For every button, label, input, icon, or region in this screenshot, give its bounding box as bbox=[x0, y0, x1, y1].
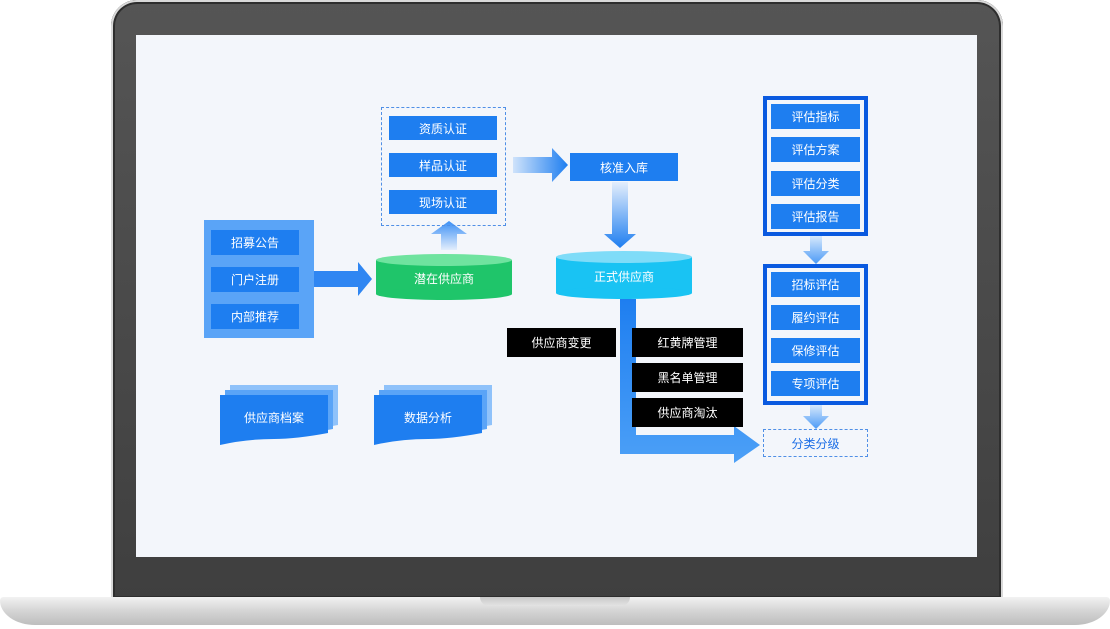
arrow-types-to-classification bbox=[803, 405, 829, 429]
official-supplier-cylinder bbox=[556, 251, 692, 299]
eval-indicator: 评估指标 bbox=[771, 104, 860, 129]
arrow-certs-to-approval bbox=[513, 148, 568, 182]
supplier-change-box: 供应商变更 bbox=[507, 328, 616, 357]
supplier-archive-doc-stack bbox=[220, 385, 338, 445]
arrow-setup-to-types bbox=[803, 236, 829, 264]
supplier-elimination-box: 供应商淘汰 bbox=[632, 398, 743, 427]
arrow-official-to-classification bbox=[620, 299, 760, 463]
diagram-canvas: 招募公告 门户注册 内部推荐 潜在供应商 资质认证 样品认证 现场认证 核准入库… bbox=[136, 35, 977, 557]
approval-box: 核准入库 bbox=[570, 153, 678, 181]
potential-supplier-cylinder bbox=[376, 254, 512, 300]
source-recruitment-notice: 招募公告 bbox=[211, 230, 299, 255]
laptop-notch bbox=[480, 597, 630, 606]
classification-box: 分类分级 bbox=[763, 429, 868, 457]
cert-qualification: 资质认证 bbox=[389, 116, 497, 140]
arrow-sources-to-potential bbox=[314, 262, 372, 296]
blacklist-box: 黑名单管理 bbox=[632, 363, 743, 392]
eval-special: 专项评估 bbox=[771, 371, 860, 396]
eval-performance: 履约评估 bbox=[771, 305, 860, 330]
cert-sample: 样品认证 bbox=[389, 153, 497, 177]
source-portal-registration: 门户注册 bbox=[211, 267, 299, 292]
eval-category: 评估分类 bbox=[771, 171, 860, 196]
data-analysis-doc-stack bbox=[374, 385, 492, 445]
source-internal-referral: 内部推荐 bbox=[211, 304, 299, 329]
red-yellow-card-box: 红黄牌管理 bbox=[632, 328, 743, 357]
eval-report: 评估报告 bbox=[771, 204, 860, 229]
official-supplier-label: 正式供应商 bbox=[593, 269, 654, 284]
arrow-approval-to-official bbox=[604, 182, 636, 248]
cert-onsite: 现场认证 bbox=[389, 190, 497, 214]
supplier-archive-label: 供应商档案 bbox=[243, 410, 304, 425]
eval-plan: 评估方案 bbox=[771, 137, 860, 162]
diagram-connectors bbox=[220, 148, 829, 463]
potential-supplier-label: 潜在供应商 bbox=[413, 271, 474, 286]
data-analysis-label: 数据分析 bbox=[403, 410, 452, 425]
eval-tender: 招标评估 bbox=[771, 272, 860, 297]
arrow-potential-to-certs bbox=[431, 221, 467, 250]
certifications-group bbox=[381, 107, 506, 226]
eval-warranty: 保修评估 bbox=[771, 338, 860, 363]
